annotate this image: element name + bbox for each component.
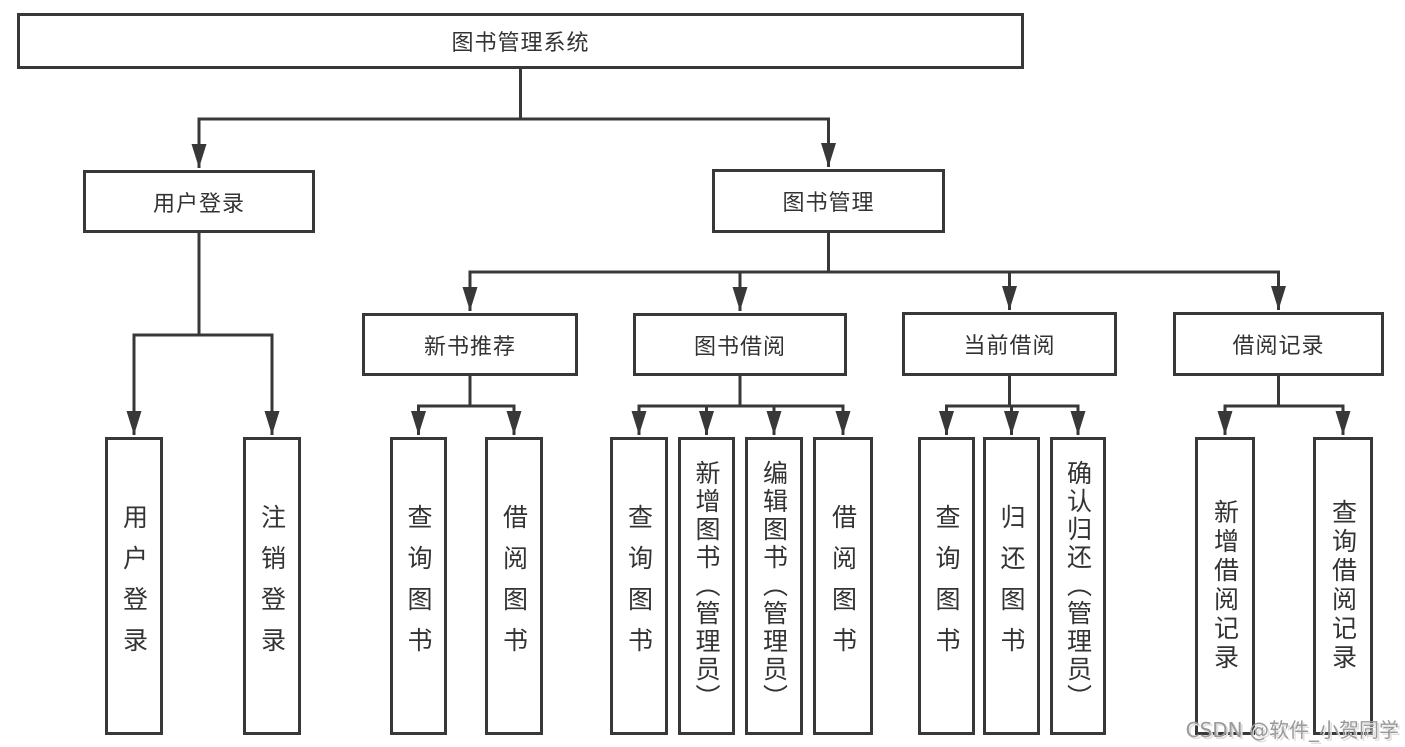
leaf-return-books: 归还图书 [983,437,1040,735]
node-label: 图书管理系统 [451,31,590,56]
connector-recommend-to-leaves [411,374,522,435]
node-label: 查询图书 [624,504,654,668]
leaf-add-books-admin: 新增图书（管理员） [678,437,735,735]
connector-root-to-level2 [191,66,836,168]
csdn-watermark: CSDN @软件_小贺同学 [1185,718,1399,742]
leaf-borrow-query-books: 查询图书 [610,437,668,735]
node-label: 图书管理 [782,191,875,216]
node-label: 注销登录 [257,504,287,668]
leaf-logout: 注销登录 [243,437,301,735]
leaf-confirm-return-admin: 确认归还（管理员） [1050,437,1106,735]
leaf-recommend-query-books: 查询图书 [390,437,447,735]
node-label: 图书借阅 [693,334,786,360]
node-user-login: 用户登录 [83,170,315,233]
node-library-system: 图书管理系统 [17,13,1024,69]
connector-borrow-to-leaves [631,374,851,435]
leaf-add-borrow-record: 新增借阅记录 [1195,437,1255,735]
node-new-book-recommend: 新书推荐 [362,313,578,376]
node-label: 编辑图书（管理员） [759,460,789,712]
node-label: 新增图书（管理员） [692,460,721,712]
node-label: 新书推荐 [423,334,516,360]
leaf-user-login: 用户登录 [105,437,163,735]
node-label: 用户登录 [119,504,149,668]
connector-bookmgmt-to-level3 [462,231,1286,311]
node-label: 查询图书 [404,504,433,668]
connector-records-to-leaves [1217,374,1351,435]
node-borrow-records: 借阅记录 [1173,312,1384,376]
leaf-query-borrow-record: 查询借阅记录 [1313,437,1373,735]
connector-userlogin-to-leaves [126,231,280,435]
leaf-borrow-books: 借阅图书 [813,437,873,735]
node-label: 用户登录 [152,191,245,217]
node-label: 借阅记录 [1232,334,1325,359]
leaf-current-query-books: 查询图书 [918,437,975,735]
connector-current-to-leaves [939,374,1086,435]
node-label: 借阅图书 [828,504,858,668]
node-label: 借阅图书 [499,504,529,668]
node-book-management: 图书管理 [712,169,945,233]
node-label: 新增借阅记录 [1210,499,1240,673]
node-label: 查询借阅记录 [1328,499,1358,673]
leaf-recommend-borrow-books: 借阅图书 [485,437,543,735]
node-label: 归还图书 [997,504,1026,668]
node-label: 当前借阅 [963,334,1056,359]
leaf-edit-books-admin: 编辑图书（管理员） [745,437,803,735]
node-book-borrow: 图书借阅 [633,313,847,376]
node-current-borrow: 当前借阅 [902,312,1117,376]
node-label: 查询图书 [932,504,961,668]
node-label: 确认归还（管理员） [1063,460,1093,712]
